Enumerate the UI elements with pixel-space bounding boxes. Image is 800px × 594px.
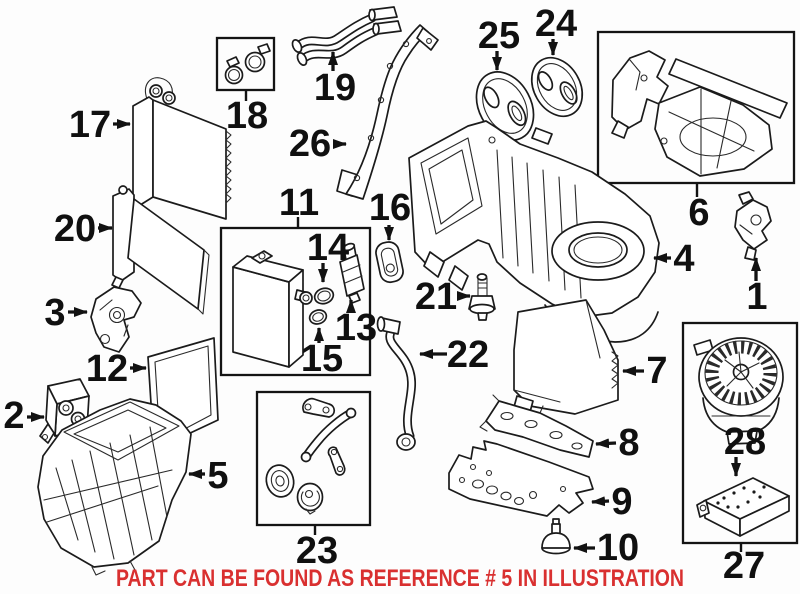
mounting-plate-9 <box>448 440 594 517</box>
callout-10: 10 <box>597 527 639 569</box>
callout-3: 3 <box>44 292 65 334</box>
air-intake-kit-box-6 <box>596 30 796 185</box>
callout-13: 13 <box>335 307 377 349</box>
linkage-kit-box-23 <box>255 390 372 527</box>
callout-18: 18 <box>226 95 268 137</box>
callout-2: 2 <box>3 395 24 437</box>
evaporator-core-17 <box>132 77 232 220</box>
callout-15: 15 <box>301 338 343 380</box>
hose-clamp-kit-box-18 <box>215 36 276 92</box>
callout-12: 12 <box>86 348 128 390</box>
callout-27: 27 <box>723 545 765 587</box>
callout-14: 14 <box>307 227 349 269</box>
callout-11: 11 <box>279 182 319 224</box>
callout-17: 17 <box>69 104 111 146</box>
plug-10 <box>541 518 571 555</box>
callout-19: 19 <box>314 67 356 109</box>
callout-20: 20 <box>54 208 96 250</box>
reference-note: PART CAN BE FOUND AS REFERENCE # 5 IN IL… <box>116 565 684 592</box>
drain-pipe-22 <box>376 316 416 451</box>
lower-housing-5 <box>37 398 192 576</box>
grommet-16 <box>375 241 404 284</box>
blower-resistor-28 <box>696 477 790 537</box>
heater-core-20 <box>111 185 210 315</box>
callout-1: 1 <box>746 276 767 318</box>
callout-arrows <box>27 39 761 553</box>
seal-24 <box>530 56 584 118</box>
callout-labels: 1 2 3 4 5 6 7 8 9 10 11 12 13 14 15 16 1… <box>3 3 767 587</box>
mounting-bracket-26 <box>336 24 439 200</box>
valve-21 <box>468 273 496 321</box>
callout-4: 4 <box>673 238 694 280</box>
callout-24: 24 <box>535 3 577 45</box>
callout-5: 5 <box>207 455 228 497</box>
heater-hoses-19 <box>291 6 402 66</box>
blower-motor <box>693 337 784 445</box>
o-ring-15 <box>308 309 328 325</box>
callout-22: 22 <box>447 334 489 376</box>
callout-6: 6 <box>688 192 709 234</box>
evaporator-kit-box-11 <box>219 226 372 377</box>
callout-7: 7 <box>646 350 667 392</box>
callout-25: 25 <box>478 15 520 57</box>
expansion-valve-13 <box>339 242 365 304</box>
callout-23: 23 <box>296 530 338 572</box>
callout-8: 8 <box>618 422 639 464</box>
callout-28: 28 <box>724 421 766 463</box>
sensor-1 <box>734 191 772 261</box>
callout-21: 21 <box>415 276 457 318</box>
callout-16: 16 <box>369 187 411 229</box>
callout-26: 26 <box>289 123 331 165</box>
bracket-3 <box>90 286 142 353</box>
filter-element-7 <box>513 299 619 415</box>
callout-9: 9 <box>611 481 632 523</box>
o-ring-14 <box>313 287 335 305</box>
actuator-2 <box>39 378 90 444</box>
support-bracket-8 <box>479 394 594 458</box>
